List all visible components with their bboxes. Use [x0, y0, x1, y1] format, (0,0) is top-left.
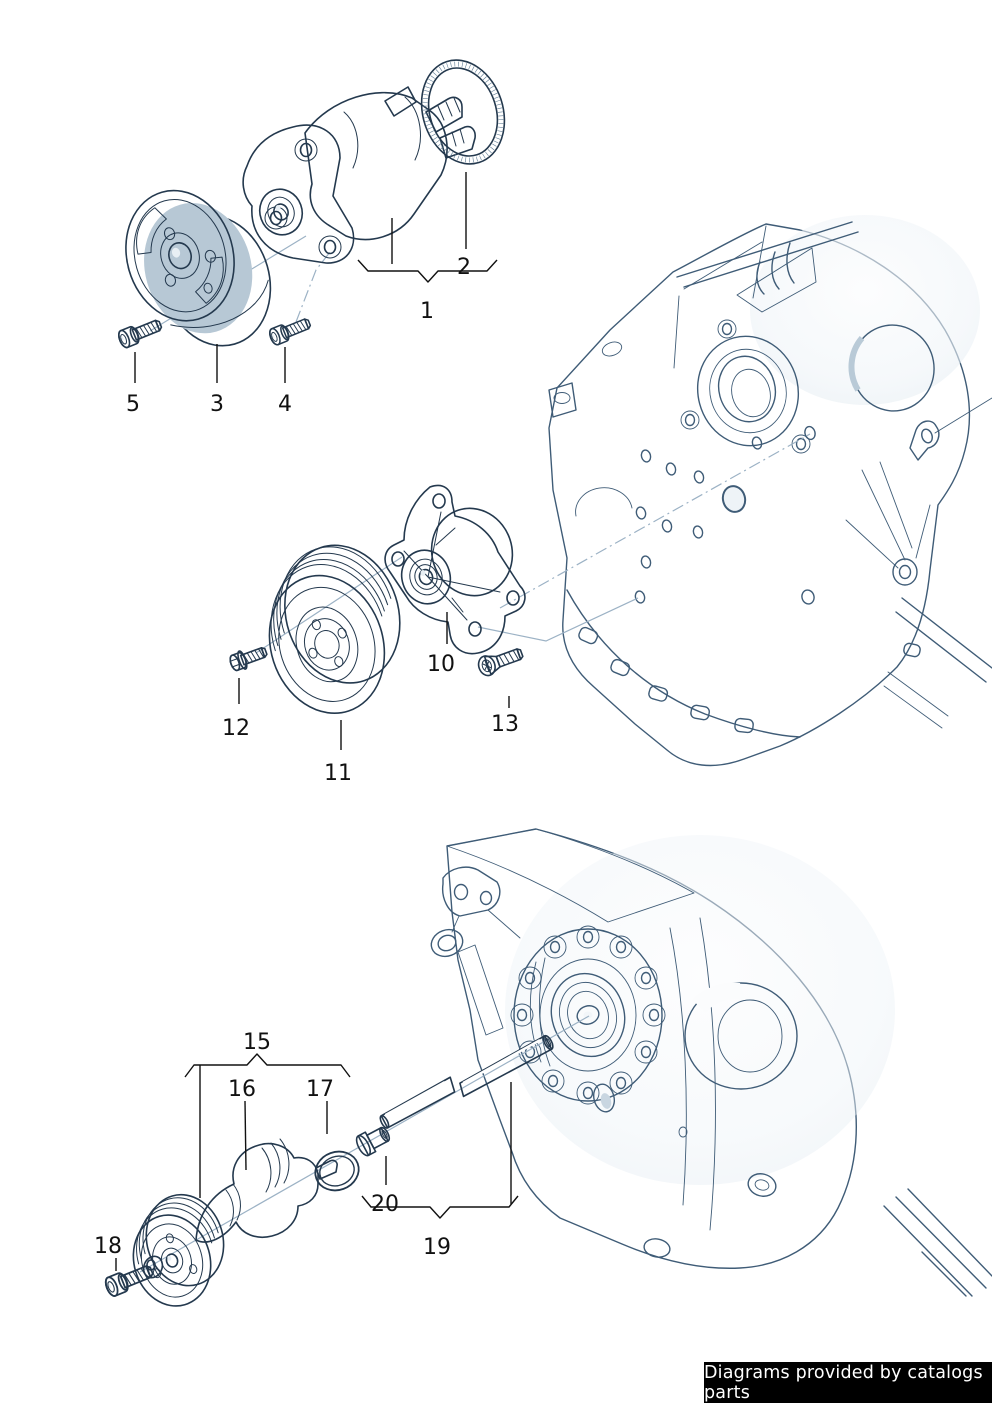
pipe-19-segment-b	[459, 1034, 554, 1098]
callout-label-5: 5	[126, 392, 140, 417]
water-pump-assembly-bottom	[102, 1034, 554, 1307]
bracket-1	[357, 259, 498, 283]
engine-block-lower	[430, 828, 992, 1297]
callout-label-18: 18	[94, 1234, 122, 1259]
callout-label-19: 19	[423, 1235, 451, 1260]
bolt-12	[229, 647, 268, 672]
pulley-3	[125, 189, 272, 347]
callout-label-2: 2	[457, 255, 471, 280]
water-pump-assembly-top	[115, 59, 506, 350]
attribution-text: Diagrams provided by catalogs parts	[704, 1362, 983, 1403]
callout-label-1: 1	[420, 299, 434, 324]
seal-bore	[576, 1005, 600, 1025]
water-pump-assembly-middle	[229, 484, 526, 714]
pipe-19-segment-a	[379, 1076, 456, 1129]
bolt-4	[266, 314, 314, 347]
callouts: 5 3 4 1 2 12 11 10 13 15 16 17 18 20 19	[94, 172, 519, 1271]
timing-cover-flange	[510, 925, 666, 1105]
callout-label-10: 10	[427, 652, 455, 677]
bolt-5	[115, 315, 165, 350]
callout-label-13: 13	[491, 712, 519, 737]
callout-label-16: 16	[228, 1077, 256, 1102]
pulley-11	[268, 544, 401, 714]
sleeve-20	[355, 1126, 391, 1157]
oil-pan-rail	[578, 626, 754, 734]
leader-16	[244, 1100, 247, 1171]
gasket-ring-2	[420, 59, 506, 165]
bracket-19	[361, 1195, 519, 1219]
water-pump-1	[242, 86, 476, 264]
water-pump-10	[384, 484, 526, 655]
callout-label-15: 15	[243, 1030, 271, 1055]
callout-label-11: 11	[324, 761, 352, 786]
engine-block-upper	[548, 215, 992, 767]
screw-13	[477, 648, 524, 677]
callout-label-17: 17	[306, 1077, 334, 1102]
callout-label-4: 4	[278, 392, 292, 417]
block-face-holes	[634, 425, 816, 605]
block-right-details	[845, 397, 992, 729]
pump-body-16	[195, 1138, 338, 1243]
attribution-banner: Diagrams provided by catalogs parts	[704, 1362, 992, 1403]
crank-bore	[684, 982, 798, 1090]
callout-label-20: 20	[371, 1192, 399, 1217]
callout-label-12: 12	[222, 716, 250, 741]
o-ring-17	[314, 1150, 360, 1192]
callout-label-3: 3	[210, 392, 224, 417]
bracket-15	[184, 1053, 351, 1078]
cutoff-hatch	[883, 1188, 992, 1297]
